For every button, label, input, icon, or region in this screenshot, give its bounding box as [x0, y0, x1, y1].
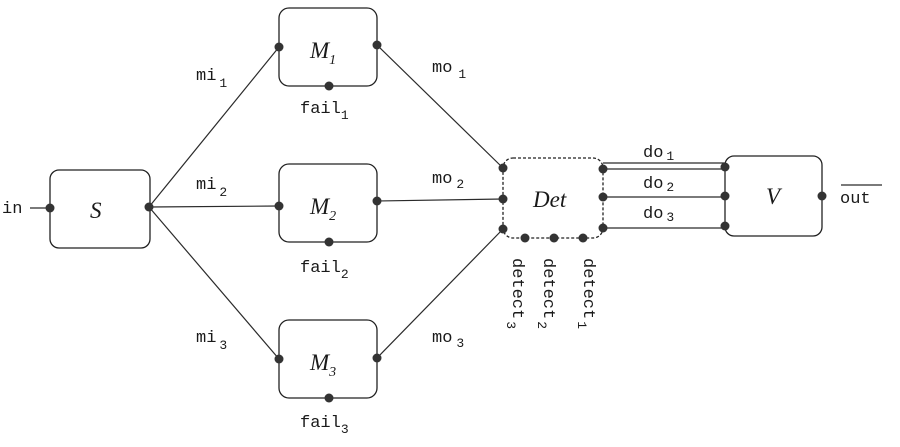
port-det-in3 — [498, 224, 508, 234]
block-s: S — [49, 169, 151, 249]
block-s-label: S — [90, 198, 102, 223]
port-v-in2 — [720, 191, 730, 201]
wire-mi1 — [148, 46, 280, 208]
port-m1-out — [372, 40, 382, 50]
label-in: in — [2, 200, 22, 219]
port-m1-fail — [324, 81, 334, 91]
port-det-out1 — [598, 164, 608, 174]
svg-text:detect1: detect1 — [574, 258, 597, 329]
ports — [45, 40, 827, 403]
port-s-out — [144, 202, 154, 212]
label-fail1: fail1 — [300, 100, 349, 123]
wire-mo1 — [376, 44, 504, 169]
block-m1-label: M1 — [309, 38, 336, 68]
port-m2-in — [274, 201, 284, 211]
block-det: Det — [502, 157, 604, 239]
port-v-out — [817, 191, 827, 201]
wire-mo2 — [376, 198, 504, 202]
svg-text:detect2: detect2 — [534, 258, 557, 329]
wires — [30, 44, 725, 360]
port-s-in — [45, 203, 55, 213]
port-m1-in — [274, 42, 284, 52]
label-fail3: fail3 — [300, 414, 349, 437]
label-detect3: detect3 — [503, 258, 526, 329]
port-det-detect2 — [549, 233, 559, 243]
port-det-detect3 — [520, 233, 530, 243]
wire-mi3 — [148, 206, 280, 360]
port-m3-fail — [324, 393, 334, 403]
block-det-label: Det — [532, 187, 567, 212]
block-m2-label: M2 — [309, 194, 336, 224]
port-m2-fail — [324, 237, 334, 247]
wire-mi2 — [148, 205, 280, 208]
port-det-detect1 — [578, 233, 588, 243]
port-m3-in — [274, 354, 284, 364]
port-m2-out — [372, 196, 382, 206]
block-m3: M3 — [278, 319, 378, 399]
svg-text:detect3: detect3 — [503, 258, 526, 329]
port-m3-out — [372, 353, 382, 363]
block-m2: M2 — [278, 163, 378, 243]
label-detect1: detect1 — [574, 258, 597, 329]
port-v-in1 — [720, 162, 730, 172]
block-v-label: V — [766, 184, 783, 209]
block-v: V — [724, 155, 823, 237]
label-fail2: fail2 — [300, 259, 349, 282]
port-det-in2 — [498, 194, 508, 204]
label-out: out — [840, 190, 871, 209]
port-det-in1 — [498, 163, 508, 173]
label-detect2: detect2 — [534, 258, 557, 329]
block-m3-label: M3 — [309, 350, 336, 380]
port-v-in3 — [720, 221, 730, 231]
port-det-out2 — [598, 192, 608, 202]
wire-mo3 — [376, 228, 504, 359]
port-det-out3 — [598, 223, 608, 233]
block-m1: M1 — [278, 7, 378, 87]
